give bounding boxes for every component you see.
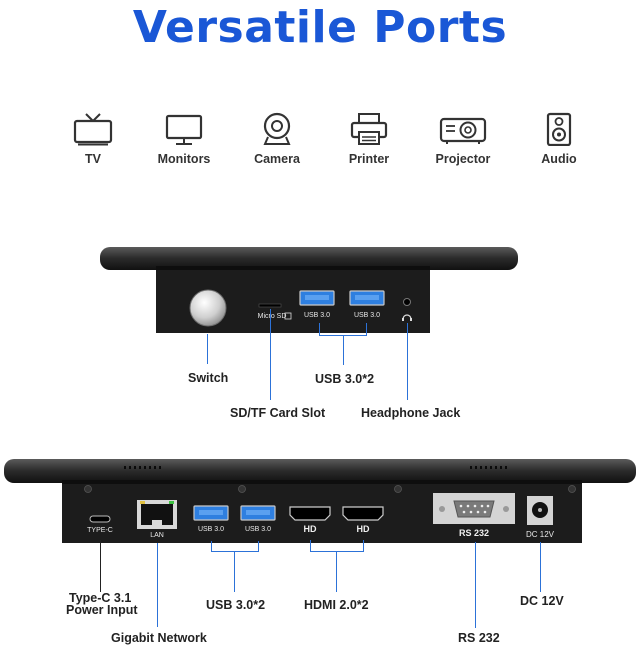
callout-line xyxy=(343,335,344,365)
callout-gigabit-network: Gigabit Network xyxy=(111,631,207,645)
callout-line xyxy=(540,542,541,592)
callout-line xyxy=(211,551,259,552)
callout-sd-card-slot: SD/TF Card Slot xyxy=(230,406,326,420)
ethernet-port xyxy=(137,500,177,529)
port-label-usb: USB 3.0 xyxy=(244,526,272,533)
tv-icon xyxy=(73,113,113,146)
callout-line xyxy=(258,541,259,551)
callout-dc: DC 12V xyxy=(520,594,564,608)
device-icons-row: TV Monitors Camera Printer xyxy=(0,112,640,176)
callout-line xyxy=(234,551,235,592)
device-projector: Projector xyxy=(418,112,508,166)
headphone-jack xyxy=(403,298,411,306)
callout-rs232: RS 232 xyxy=(458,631,500,645)
callout-headphone-jack: Headphone Jack xyxy=(361,406,461,420)
callout-line xyxy=(207,334,208,364)
bottom-port-panel xyxy=(4,459,636,543)
hdmi-port xyxy=(342,506,384,521)
callout-typec-line2: Power Input xyxy=(66,603,138,617)
callout-hdmi: HDMI 2.0*2 xyxy=(304,598,369,612)
screw xyxy=(568,485,576,493)
callout-line xyxy=(407,323,408,400)
callout-line xyxy=(366,323,367,335)
port-label-lan: LAN xyxy=(150,532,164,539)
port-label-usb: USB 3.0 xyxy=(197,526,225,533)
callout-line xyxy=(363,540,364,551)
device-label: Projector xyxy=(435,152,491,166)
device-label: Audio xyxy=(541,152,577,166)
device-label: Monitors xyxy=(157,152,211,166)
screw xyxy=(84,485,92,493)
port-label-rs232: RS 232 xyxy=(458,528,490,538)
page-title: Versatile Ports xyxy=(132,2,508,53)
monitor-icon xyxy=(165,114,203,145)
callout-switch: Switch xyxy=(188,371,229,385)
device-audio: Audio xyxy=(514,112,604,166)
port-label-usb: USB 3.0 xyxy=(353,312,381,319)
port-label-dc: DC 12V xyxy=(525,530,554,539)
device-label: Printer xyxy=(348,152,390,166)
callout-line xyxy=(100,540,101,592)
device-label: Camera xyxy=(254,152,300,166)
callout-typec-line1: Type-C 3.1 xyxy=(69,591,132,605)
power-switch xyxy=(189,289,227,327)
callout-line xyxy=(211,541,212,551)
callout-line xyxy=(336,551,337,592)
projector-icon xyxy=(439,117,487,144)
speaker-icon xyxy=(546,112,572,146)
sd-card-icon xyxy=(284,312,292,320)
device-monitors: Monitors xyxy=(139,112,229,166)
callout-usb: USB 3.0*2 xyxy=(315,372,375,386)
microsd-slot xyxy=(258,303,282,308)
callout-line xyxy=(157,543,158,627)
port-label-typec: TYPE-C xyxy=(87,527,113,534)
callout-line xyxy=(310,540,311,551)
callout-line xyxy=(475,542,476,628)
device-printer: Printer xyxy=(324,112,414,166)
port-label-microsd: Micro SD xyxy=(257,313,287,320)
port-label-hd: HD xyxy=(303,524,317,534)
device-camera: Camera xyxy=(232,112,322,166)
callout-line xyxy=(319,323,320,335)
hdmi-port xyxy=(289,506,331,521)
callout-usb: USB 3.0*2 xyxy=(206,598,266,612)
device-tv: TV xyxy=(48,112,138,166)
type-c-port xyxy=(89,515,111,523)
webcam-icon xyxy=(263,112,291,145)
port-label-usb: USB 3.0 xyxy=(303,312,331,319)
rs232-port xyxy=(433,493,515,524)
headphone-icon xyxy=(402,314,412,320)
screw xyxy=(394,485,402,493)
printer-icon xyxy=(350,113,388,145)
side-port-panel xyxy=(100,247,518,333)
callout-line xyxy=(310,551,364,552)
device-label: TV xyxy=(85,152,101,166)
dc-power-jack xyxy=(527,496,553,525)
screw xyxy=(238,485,246,493)
callout-line xyxy=(270,309,271,400)
port-label-hd: HD xyxy=(356,524,370,534)
